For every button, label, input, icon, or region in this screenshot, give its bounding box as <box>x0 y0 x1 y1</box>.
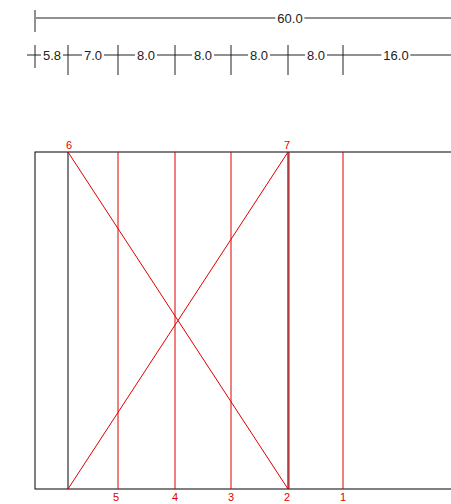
dimension-text: 8.0 <box>192 49 214 62</box>
dimension-text: 16.0 <box>381 49 410 62</box>
callout-number: 3 <box>226 492 236 503</box>
dimension-lines <box>27 10 451 75</box>
callout-number: 4 <box>170 492 180 503</box>
dimension-text: 60.0 <box>275 12 304 25</box>
outline <box>35 152 451 489</box>
dimension-text: 8.0 <box>248 49 270 62</box>
section-lines <box>68 152 343 489</box>
dimension-text: 8.0 <box>135 49 157 62</box>
callout-number: 5 <box>111 492 121 503</box>
dimension-text: 5.8 <box>41 49 63 62</box>
callout-number: 1 <box>338 492 348 503</box>
callout-number: 7 <box>282 140 292 151</box>
callout-number: 2 <box>282 492 292 503</box>
callout-number: 6 <box>64 140 74 151</box>
dimension-text: 8.0 <box>305 49 327 62</box>
dimension-text: 7.0 <box>82 49 104 62</box>
